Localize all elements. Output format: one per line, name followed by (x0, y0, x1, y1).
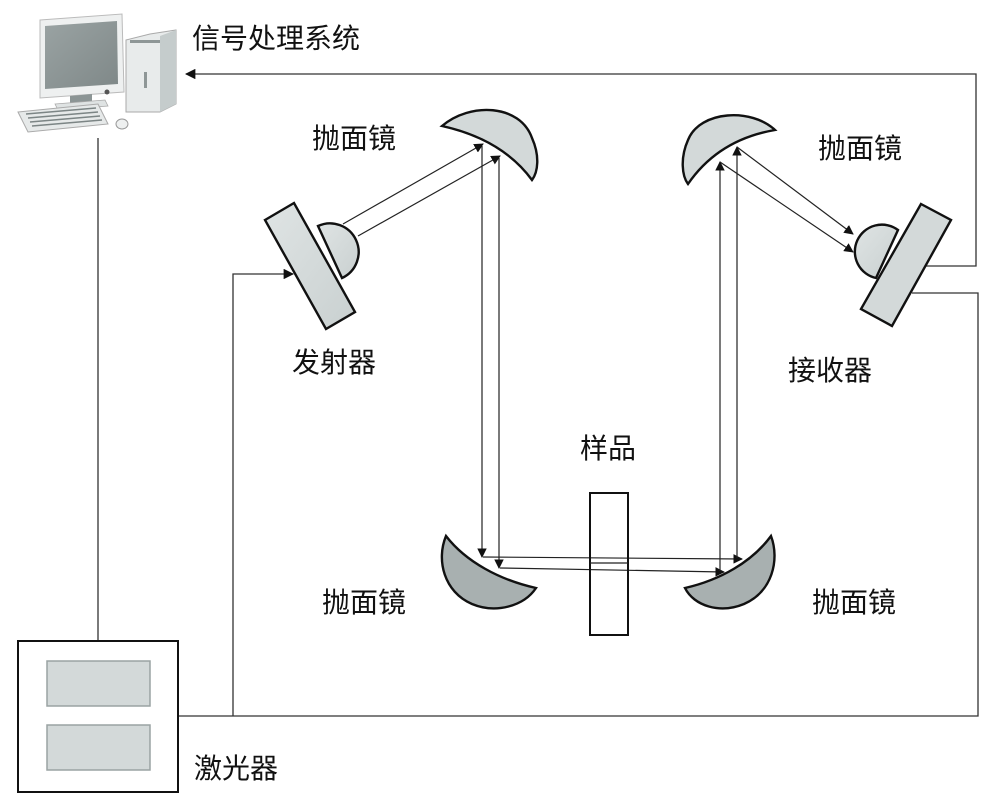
mirror-bottom-left (440, 533, 538, 610)
wire-receiver-computer (184, 68, 977, 267)
mirror-top-right (681, 114, 778, 187)
laser-label: 激光器 (194, 752, 278, 785)
computer-icon (17, 13, 177, 133)
laser-box (17, 640, 179, 793)
mirror-bottom-right (683, 533, 776, 610)
receiver-label: 接收器 (788, 354, 872, 387)
mirror-top-right-label: 抛面镜 (818, 132, 902, 165)
receiver (853, 202, 953, 328)
mirror-top-left (439, 108, 539, 183)
sample-label: 样品 (580, 432, 636, 465)
sample-slab (589, 492, 629, 636)
beam-paths (342, 143, 854, 577)
wire-laser-emitter (232, 268, 295, 716)
wire-laser-receiver (178, 292, 979, 717)
signal-system-label: 信号处理系统 (192, 22, 360, 55)
mirror-bottom-left-label: 抛面镜 (322, 586, 406, 619)
mirror-top-left-label: 抛面镜 (312, 122, 396, 155)
emitter-label: 发射器 (292, 346, 376, 379)
emitter (263, 201, 360, 331)
mirror-bottom-right-label: 抛面镜 (812, 586, 896, 619)
